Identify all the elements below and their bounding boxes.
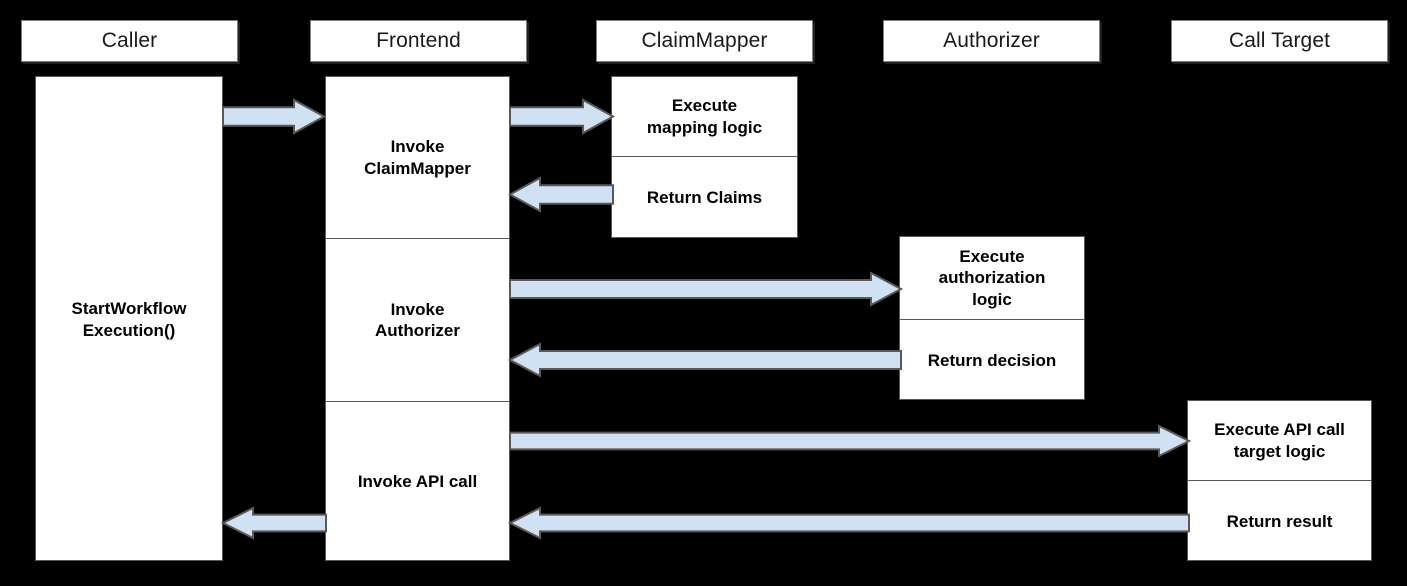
arrow-shape: [222, 98, 327, 135]
frontend-invoke-claimmapper: Invoke ClaimMapper: [326, 77, 509, 238]
msg-authorizer-to-frontend: [507, 342, 902, 378]
activation-segment-label: Execute authorization logic: [938, 247, 1046, 309]
activation-segment-label: Return decision: [927, 350, 1057, 370]
frontend-invoke-api-call: Invoke API call: [326, 401, 509, 562]
participant-header-frontend: Frontend: [310, 20, 527, 62]
participant-header-authorizer: Authorizer: [883, 20, 1100, 62]
msg-frontend-to-authorizer: [509, 271, 904, 307]
participant-label: ClaimMapper: [641, 29, 768, 53]
activation-segment-label: Execute API call target logic: [1214, 420, 1345, 461]
participant-header-caller: Caller: [21, 20, 238, 62]
activation-segment-label: Return result: [1226, 511, 1333, 531]
activation-segment-label: Return Claims: [646, 188, 763, 208]
arrow-shape: [509, 271, 904, 307]
caller-start-workflow: StartWorkflow Execution(): [36, 77, 222, 562]
caller-activation: StartWorkflow Execution(): [35, 76, 223, 561]
msg-frontend-to-claimmapper: [509, 98, 616, 135]
participant-header-claimmapper: ClaimMapper: [596, 20, 813, 62]
activation-segment-label: Execute mapping logic: [646, 96, 763, 137]
authorizer-return-decision: Return decision: [900, 319, 1084, 401]
calltarget-execute-api-call-target-logic: Execute API call target logic: [1188, 401, 1371, 480]
arrow-shape: [509, 98, 616, 135]
authorizer-execute-authorization-logic: Execute authorization logic: [900, 237, 1084, 319]
activation-segment-label: Invoke ClaimMapper: [364, 137, 471, 178]
claimmapper-return-claims: Return Claims: [612, 156, 797, 239]
activation-segment-label: Invoke Authorizer: [375, 299, 460, 340]
arrow-shape: [507, 342, 902, 378]
participant-label: Frontend: [376, 29, 461, 53]
participant-label: Caller: [101, 29, 158, 53]
activation-segment-label: Invoke API call: [357, 472, 478, 492]
arrow-shape: [507, 176, 614, 213]
msg-calltarget-to-frontend: [507, 506, 1190, 540]
participant-label: Authorizer: [943, 29, 1040, 53]
arrow-shape: [220, 506, 327, 540]
msg-caller-to-frontend: [222, 98, 327, 135]
msg-frontend-to-calltarget: [509, 424, 1192, 458]
activation-segment-label: StartWorkflow Execution(): [71, 299, 187, 340]
msg-frontend-to-caller: [220, 506, 327, 540]
participant-header-calltarget: Call Target: [1171, 20, 1388, 62]
frontend-invoke-authorizer: Invoke Authorizer: [326, 238, 509, 401]
calltarget-return-result: Return result: [1188, 480, 1371, 562]
claimmapper-execute-mapping-logic: Execute mapping logic: [612, 77, 797, 156]
arrow-shape: [509, 424, 1192, 458]
msg-claimmapper-to-frontend: [507, 176, 614, 213]
participant-label: Call Target: [1228, 29, 1331, 53]
arrow-shape: [507, 506, 1190, 540]
